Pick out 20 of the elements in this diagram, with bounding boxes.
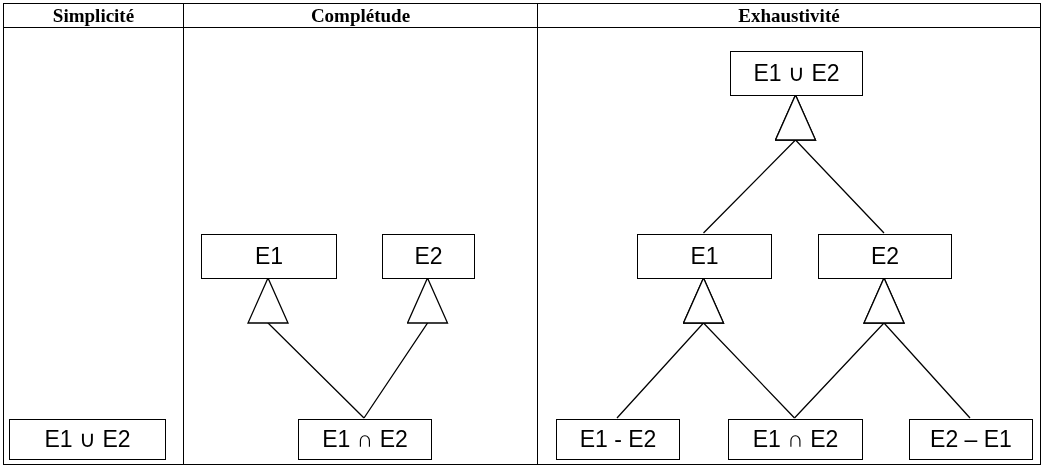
generalization-arrow xyxy=(774,94,885,234)
generalization-arrow xyxy=(247,277,365,419)
class-box: E1 xyxy=(637,234,772,279)
column-header: Exhaustivité xyxy=(538,4,1040,28)
column-header: Complétude xyxy=(184,4,537,28)
class-box: E2 xyxy=(382,234,475,279)
table-column xyxy=(183,3,538,465)
table-column xyxy=(3,3,184,465)
class-box: E1 - E2 xyxy=(556,419,680,460)
table-column xyxy=(537,3,1041,465)
generalization-arrow xyxy=(682,277,796,419)
class-box: E1 ∩ E2 xyxy=(728,419,863,460)
class-box: E1 ∩ E2 xyxy=(298,419,432,460)
class-box: E1 ∪ E2 xyxy=(9,419,166,460)
generalization-arrow xyxy=(363,277,449,419)
class-box: E2 – E1 xyxy=(909,419,1033,460)
class-box: E2 xyxy=(818,234,952,279)
class-box: E1 ∪ E2 xyxy=(730,51,863,96)
class-box: E1 xyxy=(201,234,337,279)
generalization-arrow xyxy=(863,277,971,419)
